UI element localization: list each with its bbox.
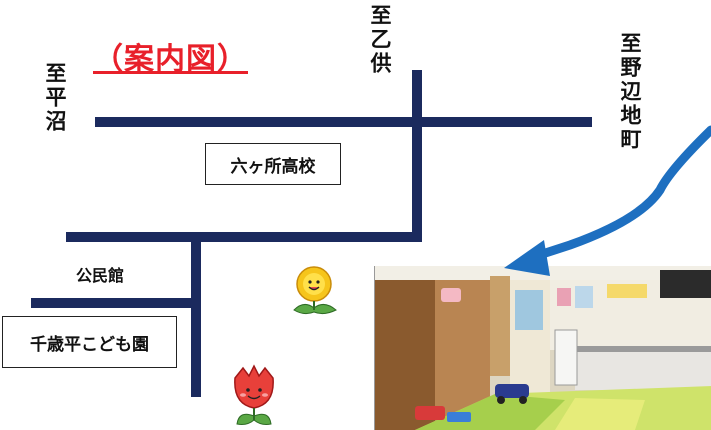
road-lower-horizontal — [31, 298, 201, 308]
road-vertical-north — [412, 70, 422, 242]
map-title: （案内図） — [93, 42, 248, 77]
classroom-photo-drawing — [375, 266, 711, 430]
road-main-horizontal — [95, 117, 592, 127]
classroom-photo — [374, 266, 711, 430]
tulip-illustration — [234, 364, 274, 425]
direction-hiranuma-label: 至平沼 — [43, 62, 67, 134]
dandelion-illustration — [293, 266, 337, 315]
dandelion-flower-icon — [296, 266, 332, 302]
high-school-label: 六ヶ所高校 — [230, 156, 316, 177]
community-hall-label: 公民館 — [76, 266, 125, 285]
direction-otomo-label: 至乙供 — [368, 4, 392, 76]
kindergarten-box: 千歳平こども園 — [2, 316, 177, 368]
kindergarten-label: 千歳平こども園 — [30, 334, 149, 355]
tulip-leaves-icon — [236, 413, 272, 425]
high-school-box: 六ヶ所高校 — [205, 143, 341, 185]
road-mid-horizontal — [66, 232, 422, 242]
tulip-flower-icon — [234, 364, 274, 409]
direction-arrow — [504, 125, 711, 276]
wall-decoration-icon — [441, 288, 461, 302]
direction-nohejichimachi-label: 至野辺地町 — [618, 32, 642, 152]
road-vertical-south — [191, 232, 201, 397]
arrow-head-icon — [504, 240, 550, 276]
